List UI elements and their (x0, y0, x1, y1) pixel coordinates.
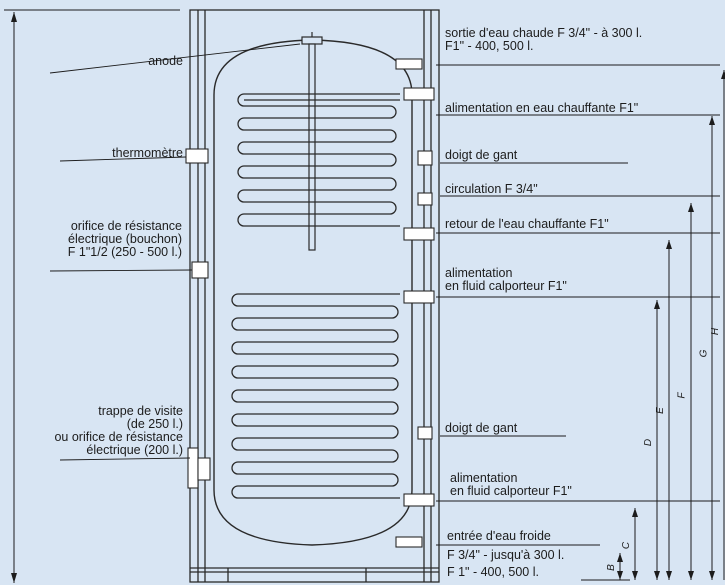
dim-label-h: H (710, 327, 722, 336)
overall-height-dimension (4, 9, 180, 583)
dimension-lines (581, 70, 725, 581)
dim-label-d: D (643, 438, 655, 447)
label-alim-fluid2-2: en fluid calporteur F1" (450, 484, 572, 498)
left-fittings (185, 148, 211, 489)
label-entree-2: F 3/4" - jusqu'à 300 l. (447, 548, 565, 562)
label-alim-fluid1-2: en fluid calporteur F1" (445, 279, 567, 293)
label-sortie-2: F1" - 400, 500 l. (445, 39, 534, 53)
upper-coil (237, 93, 400, 227)
label-thermometre: thermomètre (112, 146, 183, 160)
label-trappe-3: ou orifice de résistance (54, 430, 183, 444)
label-anode: anode (148, 54, 183, 68)
label-alim-chauffante: alimentation en eau chauffante F1" (445, 101, 639, 115)
label-doigt-de-gant-2: doigt de gant (445, 421, 518, 435)
right-fittings (395, 58, 435, 548)
label-doigt-de-gant-1: doigt de gant (445, 148, 518, 162)
dim-label-g: G (698, 349, 710, 358)
label-alim-fluid2-1: alimentation (450, 471, 518, 485)
label-circulation: circulation F 3/4" (445, 182, 538, 196)
dim-label-e: E (654, 407, 666, 414)
dim-label-c: C (621, 541, 633, 550)
lower-coil (231, 293, 400, 499)
label-alim-fluid1-1: alimentation (445, 266, 513, 280)
anode-rod (301, 32, 323, 251)
label-resistance-3: F 1"1/2 (250 - 500 l.) (67, 245, 182, 259)
label-entree-1: entrée d'eau froide (447, 529, 551, 543)
label-entree-3: F 1" - 400, 500 l. (447, 565, 539, 579)
label-retour: retour de l'eau chauffante F1" (445, 217, 609, 231)
leader-lines-right (436, 64, 720, 546)
label-resistance-2: électrique (bouchon) (68, 232, 182, 246)
label-resistance-1: orifice de résistance (70, 219, 182, 233)
label-trappe-4: électrique (200 l.) (86, 443, 183, 457)
dim-label-b: B (605, 564, 617, 571)
inner-tank (213, 39, 413, 546)
label-trappe-1: trappe de visite (98, 404, 183, 418)
leader-lines-left (49, 43, 301, 461)
label-sortie-1: sortie d'eau chaude F 3/4" - à 300 l. (445, 26, 643, 40)
dim-label-f: F (676, 392, 688, 399)
label-trappe-2: (de 250 l.) (126, 417, 183, 431)
